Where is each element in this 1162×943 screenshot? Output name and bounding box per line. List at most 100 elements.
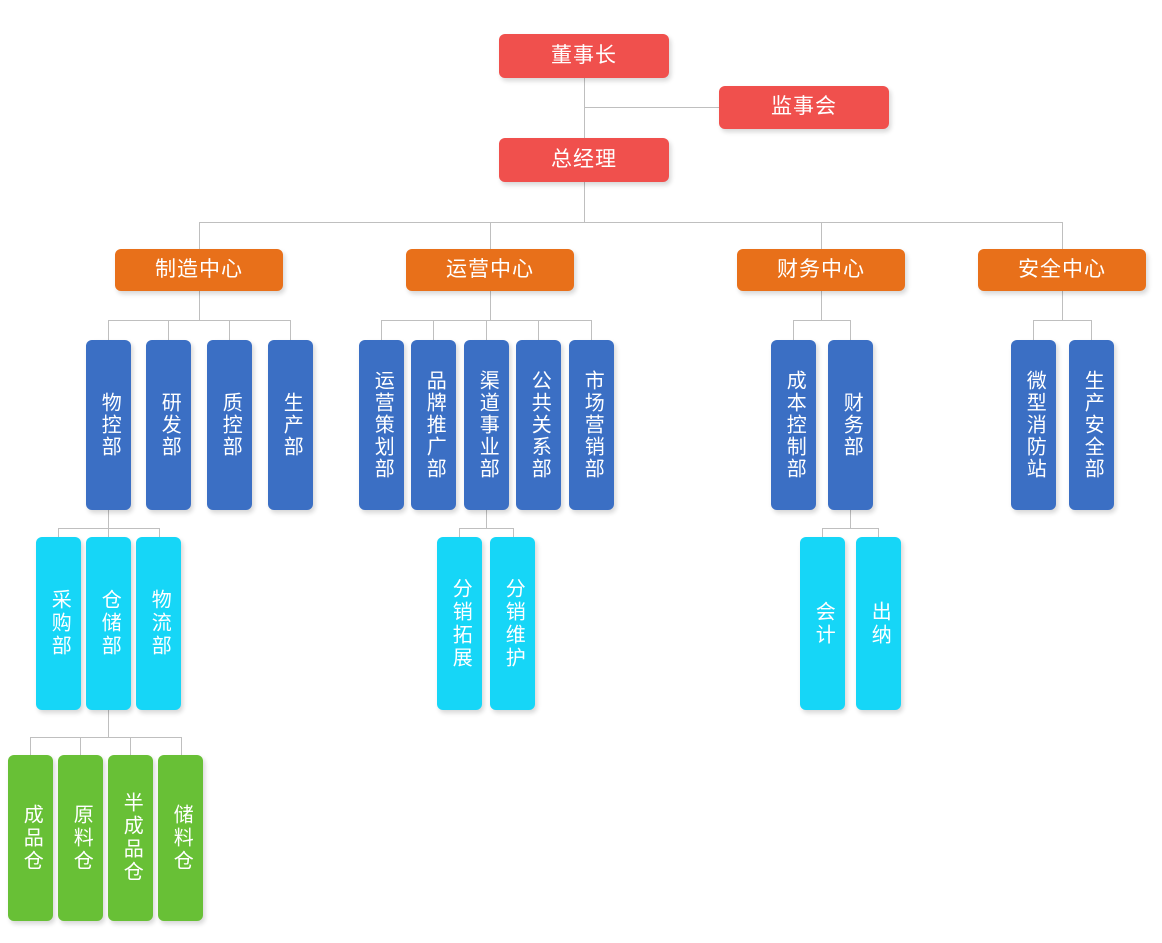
connector-to-wuk [108, 320, 109, 340]
connector-to-yanfa [168, 320, 169, 340]
node-dept-operations-planning[interactable]: 运营策划部 [359, 340, 404, 510]
connector-finance-bus [793, 320, 850, 321]
connector-to-shengchan [290, 320, 291, 340]
connector-to-anquan [1091, 320, 1092, 340]
connector-manufacturing-bus [108, 320, 290, 321]
connector-to-chengpin [30, 737, 31, 755]
node-unit-accounting[interactable]: 会计 [800, 537, 845, 710]
node-dept-quality-control-label: 质控部 [219, 392, 242, 458]
node-dept-brand-promotion[interactable]: 品牌推广部 [411, 340, 456, 510]
node-center-safety-label: 安全中心 [1018, 257, 1106, 281]
node-dept-marketing-label: 市场营销部 [581, 370, 604, 480]
node-unit-logistics[interactable]: 物流部 [136, 537, 181, 710]
node-center-finance-label: 财务中心 [777, 257, 865, 281]
node-dept-public-relations-label: 公共关系部 [528, 370, 551, 480]
connector-to-zhikong [229, 320, 230, 340]
connector-wuk-stem [108, 510, 109, 528]
connector-manufacturing-stem [199, 291, 200, 320]
node-general-manager-label: 总经理 [551, 147, 617, 171]
connector-centers-bus [199, 222, 1063, 223]
connector-qudao-stem [486, 510, 487, 528]
node-dept-production-label: 生产部 [280, 392, 303, 458]
node-dept-material-control[interactable]: 物控部 [86, 340, 131, 510]
connector-finance-stem [821, 291, 822, 320]
node-dept-micro-fire-station-label: 微型消防站 [1023, 370, 1046, 480]
node-center-finance[interactable]: 财务中心 [737, 249, 905, 291]
node-dept-channel-business[interactable]: 渠道事业部 [464, 340, 509, 510]
connector-caiwu-bus [822, 528, 878, 529]
connector-to-fenxiao-weihu [513, 528, 514, 538]
node-dept-rnd[interactable]: 研发部 [146, 340, 191, 510]
node-warehouse-storage-material[interactable]: 储料仓 [158, 755, 203, 921]
connector-to-fenxiao-tuozhan [459, 528, 460, 538]
node-chairman-label: 董事长 [551, 43, 617, 67]
node-unit-accounting-label: 会计 [812, 600, 835, 647]
node-dept-finance[interactable]: 财务部 [828, 340, 873, 510]
node-supervisory-board[interactable]: 监事会 [719, 86, 889, 129]
node-warehouse-raw-material-label: 原料仓 [70, 803, 93, 873]
node-warehouse-storage-material-label: 储料仓 [170, 803, 193, 873]
connector-to-chuna [878, 528, 879, 538]
connector-to-wuliu [159, 528, 160, 538]
node-center-manufacturing-label: 制造中心 [155, 257, 243, 281]
connector-safety-bus [1033, 320, 1091, 321]
node-chairman[interactable]: 董事长 [499, 34, 669, 78]
connector-to-banchengpin [130, 737, 131, 755]
connector-safety-stem [1062, 291, 1063, 320]
node-unit-cashier-label: 出纳 [868, 600, 891, 647]
connector-to-caiwu [850, 320, 851, 340]
node-unit-purchasing[interactable]: 采购部 [36, 537, 81, 710]
connector-gm-stem [584, 182, 585, 222]
node-unit-logistics-label: 物流部 [148, 589, 171, 658]
node-dept-finance-label: 财务部 [840, 392, 863, 458]
connector-to-kuaiji [822, 528, 823, 538]
node-dept-production[interactable]: 生产部 [268, 340, 313, 510]
node-general-manager[interactable]: 总经理 [499, 138, 669, 182]
node-warehouse-raw-material[interactable]: 原料仓 [58, 755, 103, 921]
node-unit-distribution-expansion[interactable]: 分销拓展 [437, 537, 482, 710]
node-dept-production-safety[interactable]: 生产安全部 [1069, 340, 1114, 510]
node-unit-distribution-expansion-label: 分销拓展 [449, 577, 472, 670]
connector-to-chuliao [181, 737, 182, 755]
node-unit-warehousing[interactable]: 仓储部 [86, 537, 131, 710]
node-dept-brand-promotion-label: 品牌推广部 [423, 370, 446, 480]
node-dept-cost-control[interactable]: 成本控制部 [771, 340, 816, 510]
node-unit-cashier[interactable]: 出纳 [856, 537, 901, 710]
node-warehouse-finished-goods[interactable]: 成品仓 [8, 755, 53, 921]
connector-to-cangchu [108, 528, 109, 538]
connector-to-qudao [486, 320, 487, 340]
node-dept-quality-control[interactable]: 质控部 [207, 340, 252, 510]
node-warehouse-semi-finished-label: 半成品仓 [120, 792, 143, 884]
node-dept-cost-control-label: 成本控制部 [783, 370, 806, 480]
node-unit-purchasing-label: 采购部 [48, 589, 71, 658]
connector-to-pinpai [433, 320, 434, 340]
connector-cangchu-stem [108, 710, 109, 737]
node-warehouse-finished-goods-label: 成品仓 [20, 803, 43, 873]
connector-bus-to-finance [821, 222, 822, 250]
connector-chairman-to-gm [584, 78, 585, 160]
node-center-manufacturing[interactable]: 制造中心 [115, 249, 283, 291]
connector-to-shichang [591, 320, 592, 340]
connector-warehouse-bus [30, 737, 181, 738]
connector-to-yuanliao [80, 737, 81, 755]
connector-bus-to-safety [1062, 222, 1063, 250]
node-warehouse-semi-finished[interactable]: 半成品仓 [108, 755, 153, 921]
connector-chairman-to-supervisory-board [584, 107, 719, 108]
node-unit-distribution-maintenance[interactable]: 分销维护 [490, 537, 535, 710]
connector-qudao-bus [459, 528, 513, 529]
node-dept-operations-planning-label: 运营策划部 [371, 370, 394, 480]
node-dept-channel-business-label: 渠道事业部 [476, 370, 499, 480]
node-center-operations[interactable]: 运营中心 [406, 249, 574, 291]
connector-to-weixing [1033, 320, 1034, 340]
connector-operations-stem [490, 291, 491, 320]
node-dept-public-relations[interactable]: 公共关系部 [516, 340, 561, 510]
node-dept-rnd-label: 研发部 [158, 392, 181, 458]
node-dept-material-control-label: 物控部 [98, 392, 121, 458]
node-center-safety[interactable]: 安全中心 [978, 249, 1146, 291]
node-dept-marketing[interactable]: 市场营销部 [569, 340, 614, 510]
connector-to-caigou [58, 528, 59, 538]
connector-bus-to-manufacturing [199, 222, 200, 250]
node-dept-micro-fire-station[interactable]: 微型消防站 [1011, 340, 1056, 510]
node-center-operations-label: 运营中心 [446, 257, 534, 281]
